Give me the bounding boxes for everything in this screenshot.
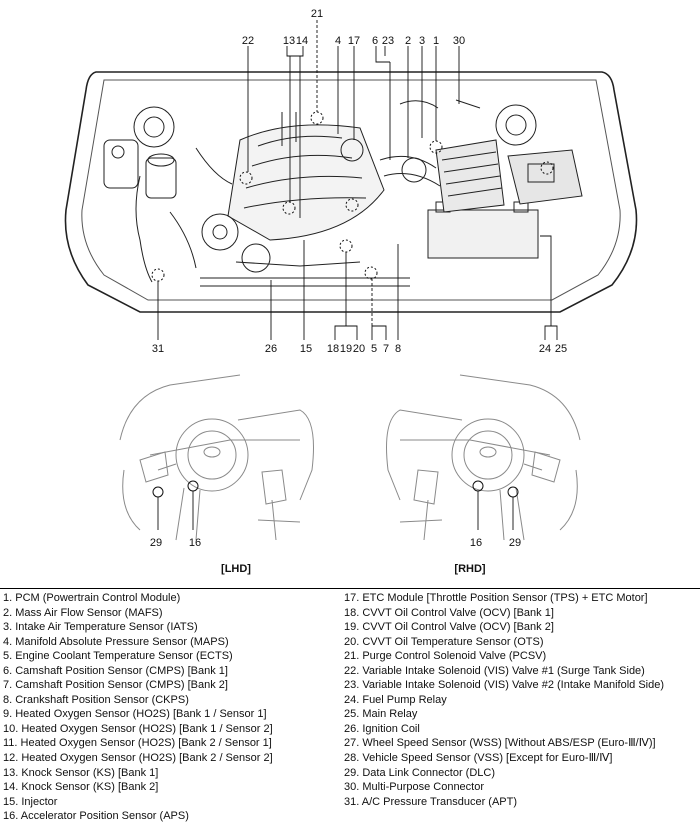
callout-23: 23 bbox=[382, 35, 394, 47]
engine-bay-location-markers bbox=[151, 111, 554, 282]
legend-item: 22. Variable Intake Solenoid (VIS) Valve… bbox=[344, 664, 645, 677]
legend-item: 27. Wheel Speed Sensor (WSS) [Without AB… bbox=[344, 737, 656, 750]
legend-item: 12. Heated Oxygen Sensor (HO2S) [Bank 2 … bbox=[3, 752, 273, 765]
callout-19: 19 bbox=[340, 343, 352, 355]
legend-item: 24. Fuel Pump Relay bbox=[344, 693, 447, 706]
lhd-callout-16: 16 bbox=[189, 537, 201, 549]
callout-26: 26 bbox=[265, 343, 277, 355]
legend-item: 2. Mass Air Flow Sensor (MAFS) bbox=[3, 606, 163, 619]
legend-item: 18. CVVT Oil Control Valve (OCV) [Bank 1… bbox=[344, 606, 554, 619]
callout-20: 20 bbox=[353, 343, 365, 355]
callout-2: 2 bbox=[405, 35, 411, 47]
legend-item: 31. A/C Pressure Transducer (APT) bbox=[344, 795, 518, 808]
callout-30: 30 bbox=[453, 35, 465, 47]
legend-right-column: 17. ETC Module [Throttle Position Sensor… bbox=[344, 591, 664, 809]
legend-item: 6. Camshaft Position Sensor (CMPS) [Bank… bbox=[3, 664, 228, 677]
legend-item: 17. ETC Module [Throttle Position Sensor… bbox=[344, 592, 648, 604]
legend-item: 7. Camshaft Position Sensor (CMPS) [Bank… bbox=[3, 679, 228, 692]
lhd-callout-29: 29 bbox=[150, 537, 162, 549]
engine-bay-leader-lines bbox=[157, 20, 558, 340]
callout-14: 14 bbox=[296, 35, 308, 47]
legend-item: 4. Manifold Absolute Pressure Sensor (MA… bbox=[3, 635, 229, 648]
legend-item: 9. Heated Oxygen Sensor (HO2S) [Bank 1 /… bbox=[3, 708, 267, 721]
callout-1: 1 bbox=[433, 35, 439, 47]
legend-divider bbox=[0, 588, 700, 589]
rhd-callout-29: 29 bbox=[509, 537, 521, 549]
rhd-leader-lines bbox=[477, 491, 514, 530]
callout-22: 22 bbox=[242, 35, 254, 47]
legend-item: 13. Knock Sensor (KS) [Bank 1] bbox=[3, 766, 159, 779]
legend-item: 25. Main Relay bbox=[344, 708, 418, 721]
legend-item: 28. Vehicle Speed Sensor (VSS) [Except f… bbox=[344, 752, 613, 765]
legend-item: 1. PCM (Powertrain Control Module) bbox=[3, 592, 181, 604]
callout-7: 7 bbox=[383, 343, 389, 355]
legend-item: 23. Variable Intake Solenoid (VIS) Valve… bbox=[344, 679, 664, 692]
lhd-dashboard-illustration bbox=[119, 374, 314, 541]
callout-17: 17 bbox=[348, 35, 360, 47]
legend-item: 5. Engine Coolant Temperature Sensor (EC… bbox=[3, 650, 233, 663]
legend-item: 15. Injector bbox=[3, 795, 58, 808]
engine-bay-illustration bbox=[64, 71, 638, 313]
legend-item: 8. Crankshaft Position Sensor (CKPS) bbox=[3, 693, 189, 706]
legend-item: 10. Heated Oxygen Sensor (HO2S) [Bank 1 … bbox=[3, 722, 273, 735]
legend-item: 14. Knock Sensor (KS) [Bank 2] bbox=[3, 781, 159, 794]
legend-item: 21. Purge Control Solenoid Valve (PCSV) bbox=[344, 650, 547, 663]
callout-21: 21 bbox=[311, 8, 323, 20]
callout-24: 24 bbox=[539, 343, 551, 355]
rhd-location-markers bbox=[472, 480, 519, 498]
lhd-caption: [LHD] bbox=[221, 563, 251, 575]
legend-item: 16. Accelerator Position Sensor (APS) bbox=[3, 810, 189, 823]
legend-item: 26. Ignition Coil bbox=[344, 722, 420, 735]
legend-item: 30. Multi-Purpose Connector bbox=[344, 781, 485, 794]
callout-8: 8 bbox=[395, 343, 401, 355]
rhd-callout-16: 16 bbox=[470, 537, 482, 549]
callout-18: 18 bbox=[327, 343, 339, 355]
lhd-location-markers bbox=[152, 480, 199, 498]
legend-item: 29. Data Link Connector (DLC) bbox=[344, 766, 496, 779]
rhd-dashboard-illustration bbox=[386, 374, 581, 541]
rhd-caption: [RHD] bbox=[454, 563, 485, 575]
callout-4: 4 bbox=[335, 35, 341, 47]
callout-31: 31 bbox=[152, 343, 164, 355]
callout-5: 5 bbox=[371, 343, 377, 355]
callout-6: 6 bbox=[372, 35, 378, 47]
legend-item: 19. CVVT Oil Control Valve (OCV) [Bank 2… bbox=[344, 621, 554, 634]
legend-item: 3. Intake Air Temperature Sensor (IATS) bbox=[3, 621, 198, 634]
callout-13: 13 bbox=[283, 35, 295, 47]
legend-item: 20. CVVT Oil Temperature Sensor (OTS) bbox=[344, 635, 544, 648]
callout-15: 15 bbox=[300, 343, 312, 355]
callout-3: 3 bbox=[419, 35, 425, 47]
legend-item: 11. Heated Oxygen Sensor (HO2S) [Bank 2 … bbox=[3, 737, 272, 750]
callout-25: 25 bbox=[555, 343, 567, 355]
legend-left-column: 1. PCM (Powertrain Control Module) 2. Ma… bbox=[3, 591, 273, 824]
lhd-leader-lines bbox=[157, 491, 194, 530]
